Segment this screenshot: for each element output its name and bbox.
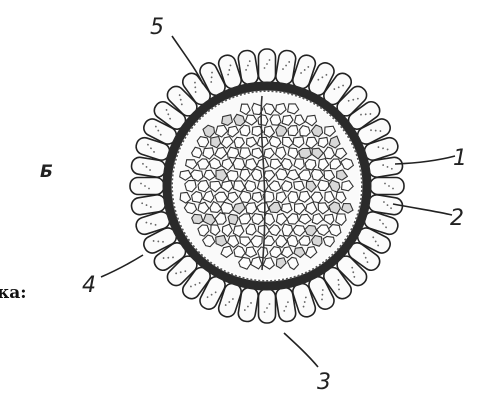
polygonal-cell bbox=[258, 115, 268, 126]
polygonal-cell bbox=[221, 202, 233, 213]
polygonal-cell bbox=[197, 137, 209, 148]
polygonal-cell bbox=[239, 191, 251, 203]
polygonal-cell bbox=[300, 126, 311, 136]
callout-1-leader bbox=[395, 156, 455, 164]
callout-3-leader bbox=[284, 333, 318, 367]
callout-1-label: 1 bbox=[453, 146, 467, 171]
polygonal-cell bbox=[192, 214, 203, 223]
panel-label: Б bbox=[40, 162, 53, 182]
polygonal-cell bbox=[245, 181, 256, 192]
polygonal-cell bbox=[288, 192, 299, 204]
columnar-cell bbox=[259, 289, 276, 323]
inner-cell-mass bbox=[174, 93, 360, 279]
polygonal-cell bbox=[234, 114, 245, 125]
callout-4-label: 4 bbox=[82, 273, 96, 298]
polygonal-cell bbox=[318, 180, 329, 191]
polygonal-cell bbox=[227, 171, 238, 182]
polygonal-cell bbox=[216, 235, 227, 246]
callout-2-label: 2 bbox=[450, 206, 464, 231]
polygonal-cell bbox=[294, 181, 305, 191]
polygonal-cell bbox=[228, 214, 238, 224]
callout-3-label: 3 bbox=[317, 370, 331, 395]
callout-4-leader bbox=[101, 255, 143, 277]
cropped-text-fragment: ка: bbox=[0, 283, 27, 303]
columnar-cell bbox=[130, 178, 164, 195]
polygonal-cell bbox=[228, 147, 239, 158]
polygonal-cell bbox=[288, 126, 298, 136]
polygonal-cell bbox=[233, 158, 245, 169]
polygonal-cell bbox=[312, 236, 322, 247]
columnar-cell bbox=[370, 178, 404, 195]
callout-5-label: 5 bbox=[150, 15, 164, 40]
columnar-cell bbox=[259, 49, 276, 83]
polygonal-cell bbox=[270, 115, 281, 125]
